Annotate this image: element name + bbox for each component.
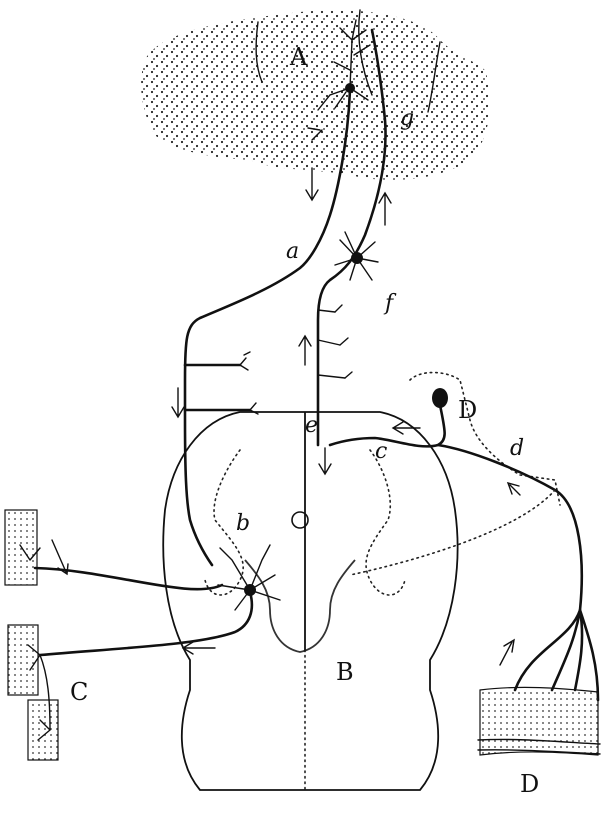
muscle-left bbox=[5, 510, 58, 760]
label-g: g bbox=[400, 106, 414, 131]
motor-neuron bbox=[218, 545, 280, 610]
label-spinal-cord: B bbox=[336, 658, 354, 686]
label-e: e bbox=[305, 413, 318, 438]
label-a: a bbox=[286, 239, 299, 264]
label-muscle: C bbox=[70, 678, 88, 706]
cortex-region bbox=[141, 10, 490, 180]
label-f: f bbox=[383, 291, 397, 316]
label-d: d bbox=[510, 436, 524, 461]
label-b: b bbox=[236, 511, 250, 536]
label-sensory-bottom: D bbox=[520, 770, 539, 798]
label-c: c bbox=[375, 439, 387, 464]
label-cortex: A bbox=[289, 43, 308, 71]
label-sensory-top: D bbox=[458, 396, 477, 424]
motor-axon bbox=[40, 592, 252, 655]
spinal-cord bbox=[163, 412, 457, 790]
skin-region bbox=[478, 687, 600, 755]
relay-cell bbox=[335, 232, 378, 280]
sensory-neuron bbox=[410, 373, 560, 506]
